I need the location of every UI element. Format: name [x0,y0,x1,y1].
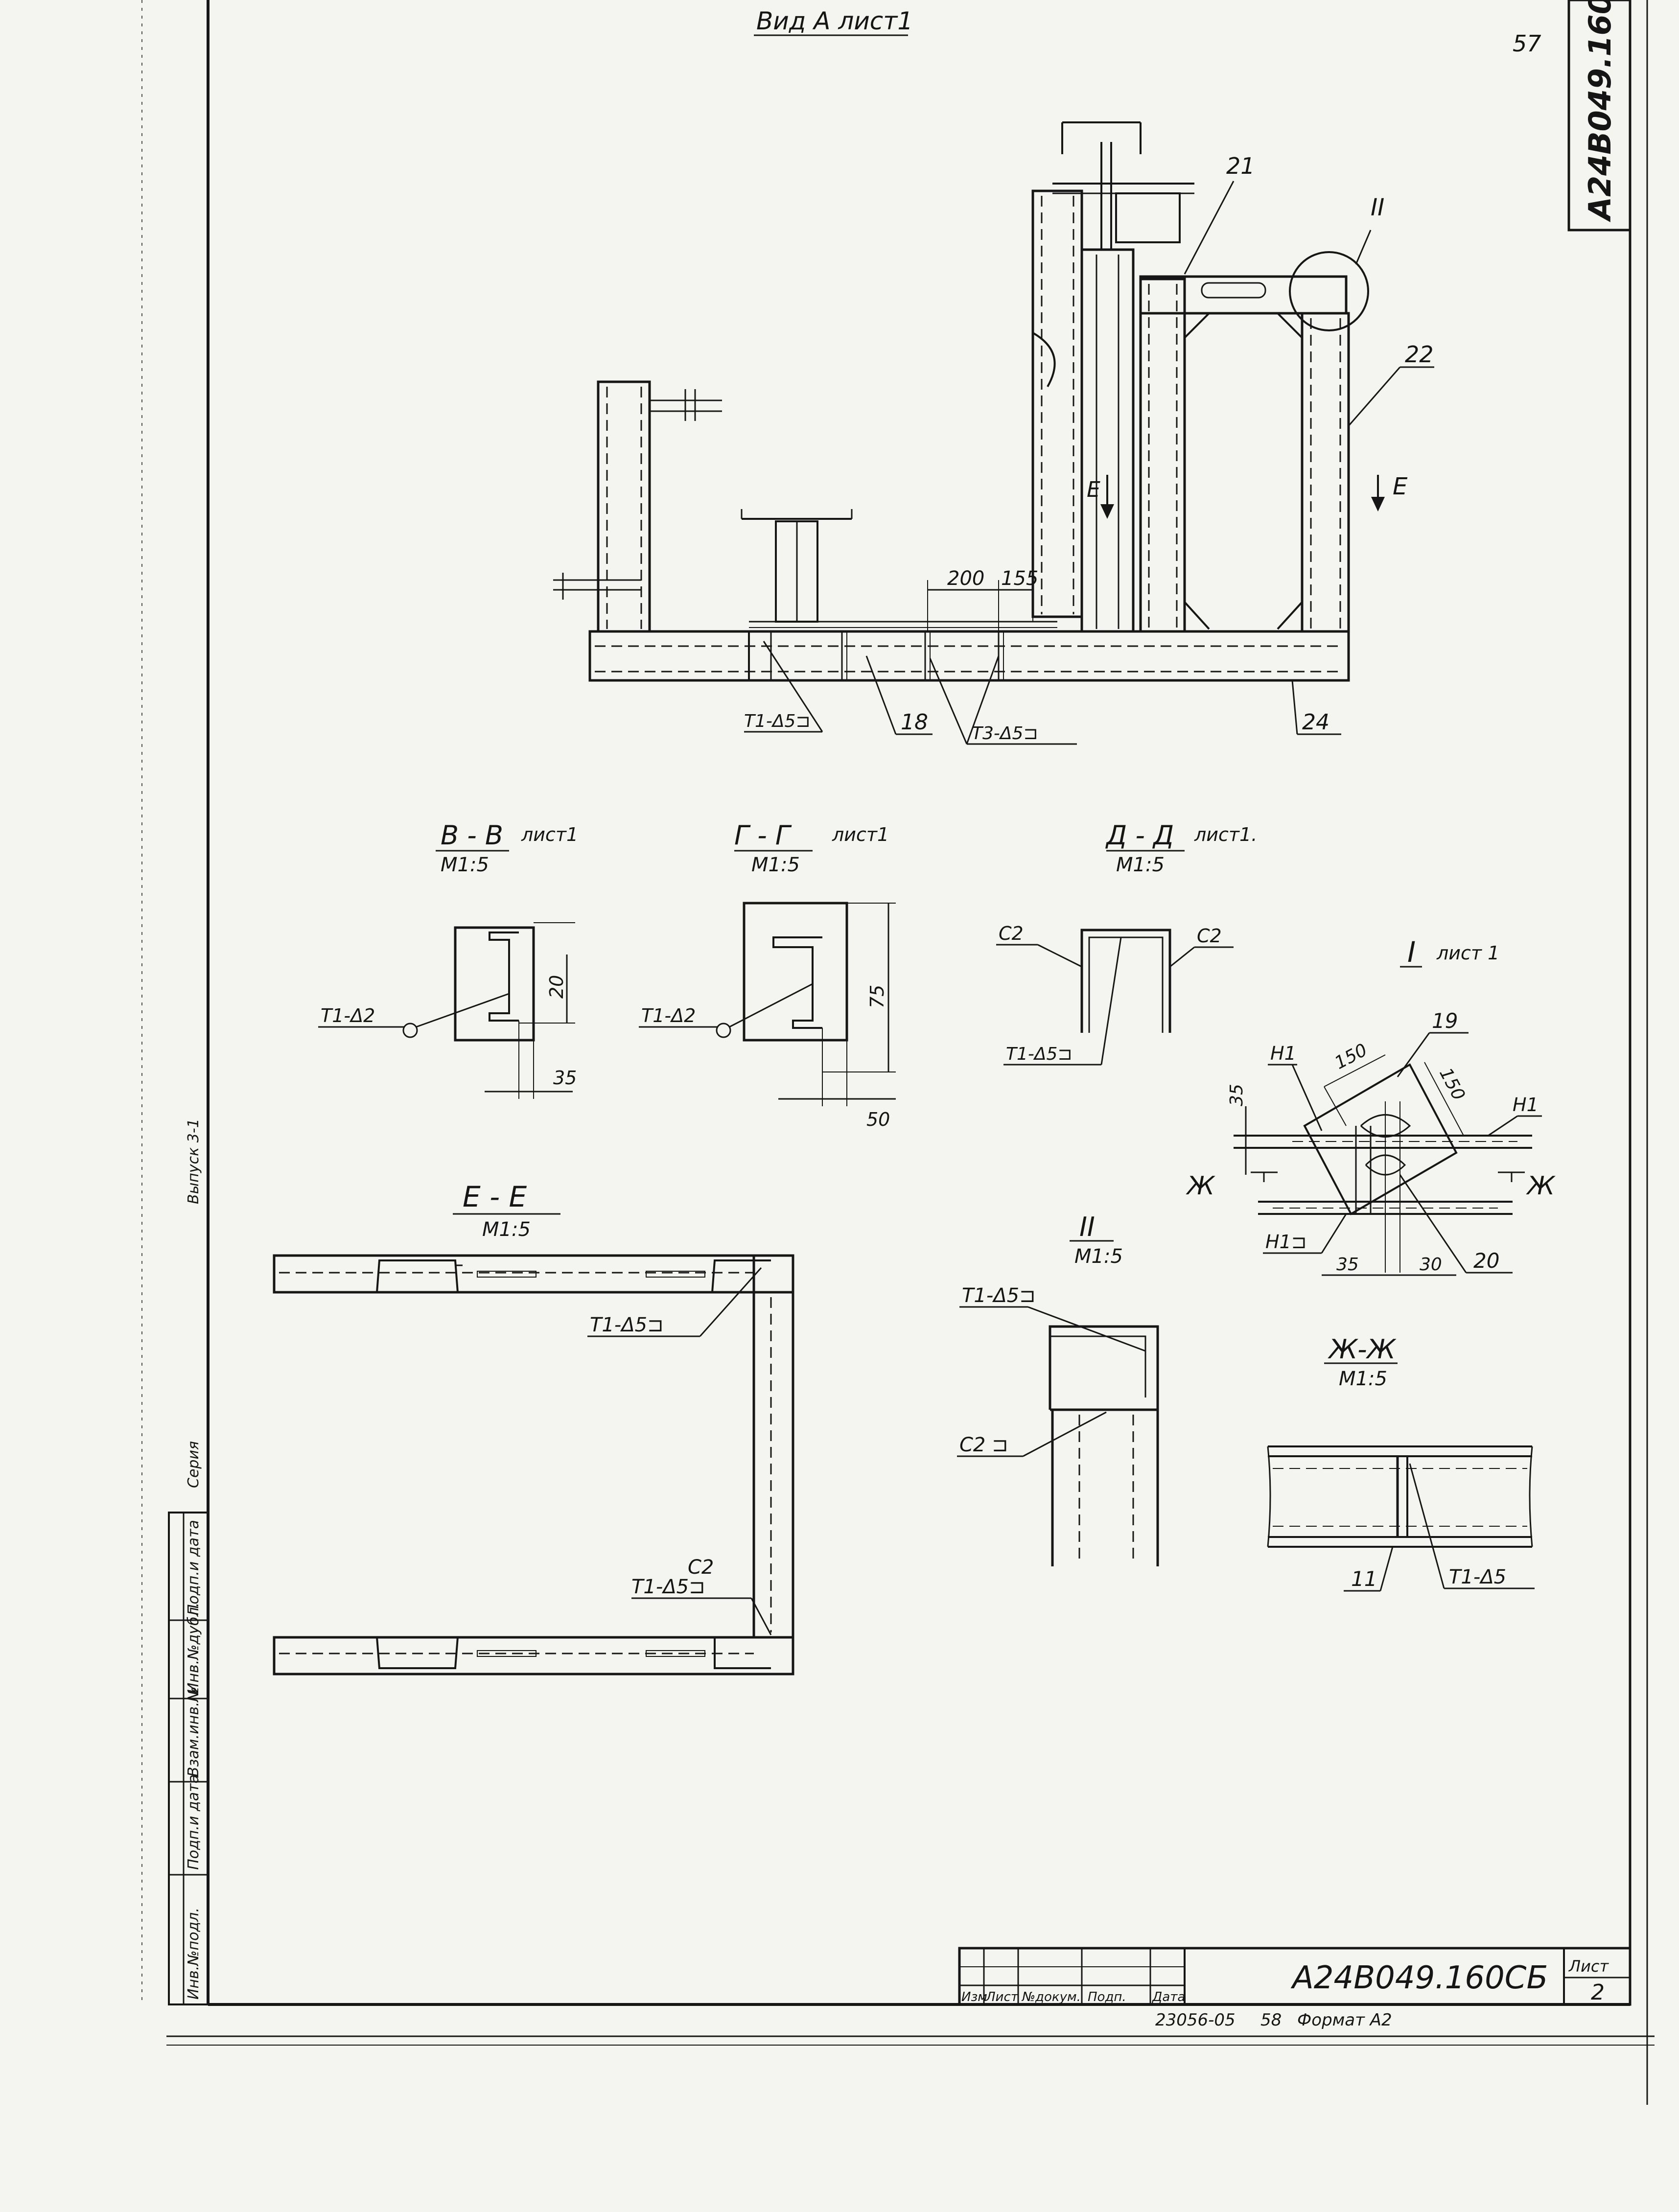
footer-format: Формат А2 [1297,2010,1392,2030]
section-e-e: Е - Е М1:5 Т1-Δ5⊐ С2 Т1-Δ5⊐ [273,1180,794,1676]
stamp-podp-data-1: Подп.и дата [185,1774,202,1870]
section-v-v-sheet: лист1 [521,824,578,845]
dim-30: 30 [1420,1255,1442,1275]
weld-ee-t1-bottom: Т1-Δ5⊐ [631,1576,705,1598]
label-21: 21 [1226,153,1255,179]
right-column [1139,278,1186,633]
col-list: Лист [985,1990,1019,2004]
stamp-vypusk: Выпуск 3-1 [185,1118,202,1204]
view-a: Вид А лист1 [553,7,1434,745]
section-v-v-scale: М1:5 [441,854,489,876]
view-a-title: Вид А лист1 [756,7,913,35]
weld-dd-c2-left: С2 [999,923,1024,944]
detail-II-scale: М1:5 [1074,1245,1123,1268]
col-podp: Подп. [1088,1990,1126,2004]
label-19: 19 [1432,1009,1458,1033]
detail-I: I лист 1 150 150 19 Н1 Н1 Н1⊐ 20 [1186,935,1556,1276]
base-beam [588,630,1350,682]
section-zh-zh-scale: М1:5 [1339,1368,1387,1390]
weld-dd-c2-right: С2 [1197,925,1222,947]
weld-ee-t1-top: Т1-Δ5⊐ [590,1314,664,1336]
sheet-label: Лист [1568,1957,1609,1976]
dim-150b: 150 [1435,1065,1469,1104]
label-11: 11 [1351,1567,1377,1591]
detail-II-title: II [1079,1211,1095,1242]
callout-II-circle [1289,251,1369,331]
label-22: 22 [1405,341,1434,368]
label-h1-right: Н1 [1513,1094,1539,1116]
vertical-doc-code-box: A24B049.160 [1567,0,1632,232]
dim-35-bottom: 35 [1336,1255,1359,1275]
section-d-d-scale: М1:5 [1116,854,1165,876]
section-g-g-scale: М1:5 [751,854,800,876]
stamp-inv-dubl: Инв.№дубл. [185,1603,202,1694]
weld-dd-t1: Т1-Δ5⊐ [1006,1044,1073,1064]
section-d-d-sheet: лист1. [1194,824,1257,845]
dim-20: 20 [546,975,567,999]
label-h1-left: Н1 [1270,1043,1296,1064]
weld-ee-c2: С2 [688,1556,714,1579]
dim-35-vv: 35 [553,1067,577,1089]
weld-II-c2: С2 ⊐ [959,1434,1008,1456]
section-mark-zh-left: Ж [1186,1171,1215,1201]
dim-50: 50 [866,1109,890,1130]
sheet-frame [141,0,1655,2105]
col-data: Дата [1152,1990,1185,2004]
weld-t3-view-a: Т3-Δ5⊐ [972,723,1038,744]
right-post [1301,312,1350,633]
side-stamp: Инв.№подл. Подп.и дата Взам.инв.№ Инв.№д… [168,1118,209,2005]
arrow-e-right: Е [1393,473,1408,500]
section-g-g-sheet: лист1 [832,824,889,845]
dim-75: 75 [866,985,888,1008]
section-v-v: В - В лист1 М1:5 20 35 Т1-Δ2 [318,820,578,1099]
left-post [597,380,651,633]
center-column [1080,248,1135,633]
stamp-inv-podl: Инв.№подл. [185,1908,202,2000]
arrow-e-left: Е [1087,477,1100,502]
detail-I-sheet: лист 1 [1436,942,1499,964]
top-crossbar [1139,275,1348,315]
section-v-v-title: В - В [441,820,503,851]
footer-code: 58 [1260,2010,1282,2030]
label-20: 20 [1473,1249,1499,1273]
weld-t1-view-a: Т1-Δ5⊐ [744,711,811,731]
label-24: 24 [1302,710,1329,735]
stamp-vzam-inv: Взам.инв.№ [185,1686,202,1777]
section-d-d-title: Д - Д [1105,820,1174,851]
dim-155: 155 [1001,567,1038,590]
section-mark-zh-right: Ж [1526,1171,1556,1201]
dim-200: 200 [947,567,984,590]
page-number-corner: 57 [1513,30,1541,57]
tall-column [1031,189,1083,618]
title-block: Изм Лист №докум. Подп. Дата A24B049.160С… [958,1947,1632,2030]
vertical-doc-code: A24B049.160 [1582,0,1618,223]
col-ndokum: №докум. [1021,1990,1081,2004]
weld-zhzh-t1: Т1-Δ5 [1449,1566,1506,1588]
section-d-d: Д - Д лист1. М1:5 С2 С2 Т1-Δ5⊐ [996,820,1257,1066]
dim-35-left: 35 [1227,1084,1247,1106]
weld-gg: Т1-Δ2 [641,1005,696,1026]
col-izm: Изм [961,1990,987,2004]
stamp-podp-data-2: Подп.и дата [185,1520,202,1615]
sheet-number: 2 [1591,1980,1605,2005]
stamp-seria: Серия [185,1441,202,1488]
section-g-g: Г - Г лист1 М1:5 75 50 Т1-Δ2 [639,820,896,1130]
section-g-g-title: Г - Г [734,820,792,851]
callout-II-label: II [1371,194,1384,221]
weld-II-t1: Т1-Δ5⊐ [962,1284,1036,1307]
section-zh-zh-title: Ж-Ж [1328,1334,1397,1365]
label-18: 18 [901,710,928,735]
label-h1-bottom: Н1⊐ [1265,1231,1307,1253]
section-zh-zh: Ж-Ж М1:5 11 Т1-Δ5 [1267,1334,1535,1592]
weld-vv: Т1-Δ2 [321,1005,375,1026]
detail-I-title: I [1407,935,1416,969]
dim-150a: 150 [1331,1040,1371,1073]
section-e-e-scale: М1:5 [482,1218,531,1241]
doc-code: A24B049.160СБ [1290,1960,1548,1996]
footer-inventory: 23056-05 [1155,2010,1236,2030]
detail-II: II М1:5 Т1-Δ5⊐ С2 ⊐ [957,1211,1159,1566]
section-e-e-title: Е - Е [463,1180,527,1213]
